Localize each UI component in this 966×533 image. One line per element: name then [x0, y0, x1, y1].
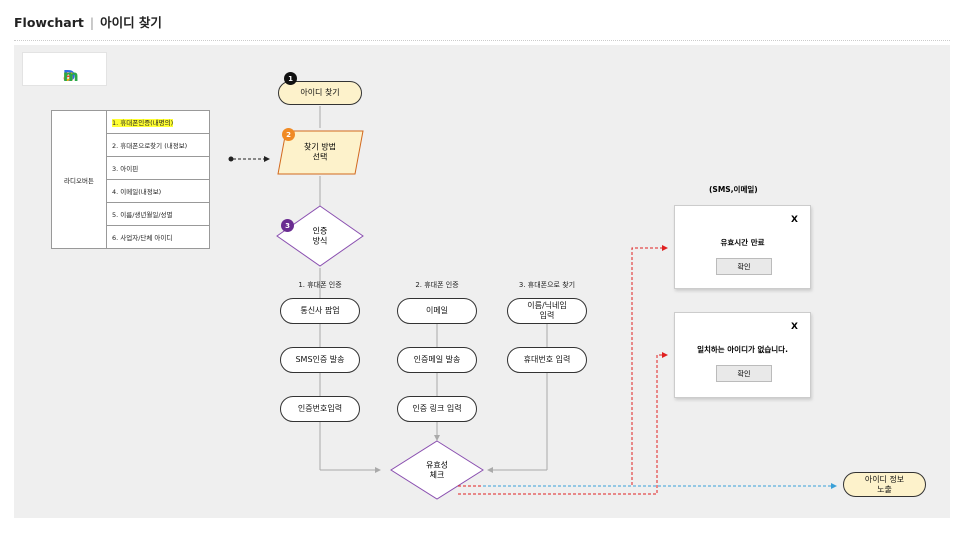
- branch-3-title: 3. 휴대폰으로 찾기: [518, 281, 576, 289]
- start-pill: 아이디 찾기: [278, 81, 362, 105]
- connector-origin-dot: [228, 156, 234, 162]
- branch-2-step-1: 이메일: [397, 298, 477, 324]
- branch-2-step-2: 인증메일 발송: [397, 347, 477, 373]
- branch-3-step-2: 휴대번호 입력: [507, 347, 587, 373]
- branch-2-title: 2. 휴대폰 인증: [415, 281, 459, 289]
- popup-expired: X 유효시간 만료 확인: [674, 205, 811, 289]
- branch-1-title: 1. 휴대폰 인증: [298, 281, 342, 289]
- step-1-badge: 1: [284, 72, 297, 85]
- branch-1-step-2: SMS인증 발송: [280, 347, 360, 373]
- branch-1-step-1: 통신사 팝업: [280, 298, 360, 324]
- header-divider: [14, 40, 950, 41]
- validity-diamond: [390, 440, 484, 500]
- validity-label: 유효성 체크: [425, 460, 449, 480]
- radio-row-label: 라디오버튼: [51, 110, 107, 249]
- close-icon[interactable]: X: [791, 322, 798, 332]
- popup-expired-message: 유효시간 만료: [720, 238, 765, 247]
- popup-no-match-confirm-button[interactable]: 확인: [716, 365, 772, 382]
- method-label: 찾기 방법 선택: [304, 142, 336, 162]
- popup-no-match: X 일치하는 아이디가 없습니다. 확인: [674, 312, 811, 398]
- auth-label: 인증 방식: [312, 226, 328, 246]
- header-separator: |: [89, 15, 95, 30]
- page-title: 아이디 찾기: [100, 15, 162, 30]
- branch-1-step-3: 인증번호입력: [280, 396, 360, 422]
- header-prefix: Flowchart: [14, 15, 84, 30]
- popup-expired-confirm-button[interactable]: 확인: [716, 258, 772, 275]
- option-6: 6. 사업자/단체 아이디: [106, 225, 210, 249]
- option-4: 4. 이메일(내정보): [106, 179, 210, 203]
- branch-2-step-3: 인증 링크 입력: [397, 396, 477, 422]
- method-parallelogram: [277, 130, 364, 175]
- popup-group-title: (SMS,이메일): [709, 185, 758, 194]
- page-header: Flowchart | 아이디 찾기: [14, 12, 162, 31]
- branch-3-step-1: 이름/닉네임 입력: [507, 298, 587, 324]
- connector-error-nomatch: [458, 352, 668, 495]
- login-options-table: 라디오버튼 1. 휴대폰인증(내명의) 2. 휴대폰으로찾기 (내정보) 3. …: [51, 110, 210, 249]
- step-3-badge: 3: [281, 219, 294, 232]
- step-2-badge: 2: [282, 128, 295, 141]
- option-1: 1. 휴대폰인증(내명의): [106, 110, 210, 134]
- popup-no-match-message: 일치하는 아이디가 없습니다.: [697, 345, 788, 354]
- result-pill: 아이디 정보 노출: [843, 472, 926, 497]
- option-5: 5. 이름/생년월일/성별: [106, 202, 210, 226]
- close-icon[interactable]: X: [791, 215, 798, 225]
